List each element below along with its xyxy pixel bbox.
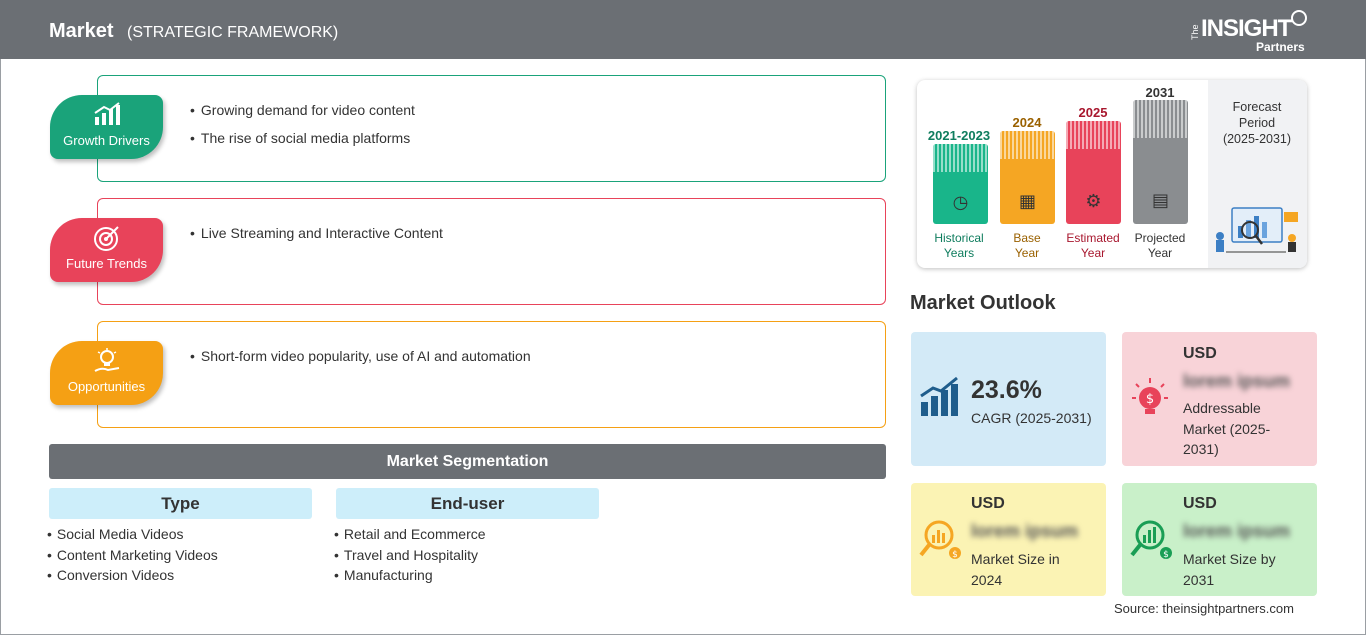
segment-enduser-header: End-user bbox=[336, 488, 599, 519]
estimate-chart-icon: ⚙ bbox=[1085, 191, 1102, 211]
list-item: The rise of social media platforms bbox=[190, 124, 415, 152]
opportunities-label: Opportunities bbox=[67, 379, 146, 394]
future-trends-label: Future Trends bbox=[66, 256, 147, 271]
future-trends-list: Live Streaming and Interactive Content bbox=[190, 219, 443, 247]
logo-the-text: The bbox=[1190, 24, 1200, 40]
calendar-icon: ▦ bbox=[1018, 191, 1036, 211]
forecast-illustration-icon bbox=[1210, 200, 1302, 255]
source-credit[interactable]: Source: theinsightpartners.com bbox=[1114, 601, 1294, 616]
opportunities-list: Short-form video popularity, use of AI a… bbox=[190, 342, 531, 370]
svg-text:$: $ bbox=[1163, 550, 1169, 560]
target-icon bbox=[50, 224, 163, 254]
size2031-usd: USD bbox=[1183, 495, 1217, 512]
page-title: Market bbox=[49, 20, 114, 42]
logo-insight-text: INSIGHT bbox=[1201, 15, 1292, 42]
size2024-usd: USD bbox=[971, 495, 1005, 512]
future-trends-tag: Future Trends bbox=[50, 218, 163, 282]
magnifier-coins-icon: $ bbox=[919, 517, 961, 569]
list-item: Travel and Hospitality bbox=[334, 545, 486, 566]
forecast-period-range: (2025-2031) bbox=[1222, 132, 1292, 146]
timeline-year-estimated: 2025 bbox=[1078, 105, 1108, 120]
money-bulb-icon: $ bbox=[1130, 376, 1170, 428]
logo-bulb-icon bbox=[1291, 10, 1307, 26]
projection-board-icon: ▤ bbox=[1151, 190, 1169, 210]
list-item: Manufacturing bbox=[334, 565, 486, 586]
timeline-bar-projected: ▤ bbox=[1133, 100, 1188, 224]
list-item: Retail and Ecommerce bbox=[334, 524, 486, 545]
segment-enduser-list: Retail and Ecommerce Travel and Hospital… bbox=[334, 524, 486, 586]
size2024-value: lorem ipsum bbox=[971, 521, 1079, 541]
timeline-year-projected: 2031 bbox=[1145, 85, 1175, 100]
timeline-bar-historical: ◷ bbox=[933, 144, 988, 224]
list-item: Growing demand for video content bbox=[190, 96, 415, 124]
opportunities-box: Short-form video popularity, use of AI a… bbox=[97, 321, 886, 428]
list-item: Live Streaming and Interactive Content bbox=[190, 219, 443, 247]
list-item: Content Marketing Videos bbox=[47, 545, 218, 566]
future-trends-box: Live Streaming and Interactive Content bbox=[97, 198, 886, 305]
growth-drivers-tag: Growth Drivers bbox=[50, 95, 163, 159]
growth-drivers-label: Growth Drivers bbox=[63, 133, 150, 148]
growth-chart-icon bbox=[919, 376, 959, 426]
opportunities-tag: Opportunities bbox=[50, 341, 163, 405]
segment-type-list: Social Media Videos Content Marketing Vi… bbox=[47, 524, 218, 586]
size2031-value: lorem ipsum bbox=[1183, 521, 1291, 541]
magnifier-growth-icon: $ bbox=[1130, 517, 1172, 569]
header-bar: Market (STRATEGIC FRAMEWORK) The INSIGHT… bbox=[0, 0, 1366, 59]
cagr-card: 23.6% CAGR (2025-2031) bbox=[911, 332, 1106, 466]
market-outlook-title: Market Outlook bbox=[910, 292, 1056, 314]
cagr-label: CAGR (2025-2031) bbox=[971, 410, 1092, 426]
market-segmentation-header: Market Segmentation bbox=[49, 444, 886, 479]
growth-drivers-box: Growing demand for video content The ris… bbox=[97, 75, 886, 182]
segment-type-header: Type bbox=[49, 488, 312, 519]
svg-text:$: $ bbox=[952, 550, 958, 560]
lightbulb-hand-icon bbox=[50, 347, 163, 377]
svg-text:$: $ bbox=[1146, 392, 1154, 407]
cagr-value: 23.6% bbox=[971, 376, 1042, 404]
addressable-value: lorem ipsum bbox=[1183, 371, 1291, 391]
insight-partners-logo[interactable]: The INSIGHT Partners bbox=[1190, 10, 1315, 54]
page-subtitle: (STRATEGIC FRAMEWORK) bbox=[127, 24, 339, 41]
history-icon: ◷ bbox=[952, 192, 969, 212]
list-item: Social Media Videos bbox=[47, 524, 218, 545]
growth-chart-icon bbox=[50, 101, 163, 131]
timeline-year-historical: 2021-2023 bbox=[927, 128, 991, 143]
timeline-bar-base: ▦ bbox=[1000, 131, 1055, 224]
growth-drivers-list: Growing demand for video content The ris… bbox=[190, 96, 415, 152]
list-item: Conversion Videos bbox=[47, 565, 218, 586]
timeline-bar-estimated: ⚙ bbox=[1066, 121, 1121, 224]
list-item: Short-form video popularity, use of AI a… bbox=[190, 342, 531, 370]
addressable-usd: USD bbox=[1183, 345, 1217, 362]
timeline-year-base: 2024 bbox=[1012, 115, 1042, 130]
logo-partners-text: Partners bbox=[1256, 40, 1305, 54]
